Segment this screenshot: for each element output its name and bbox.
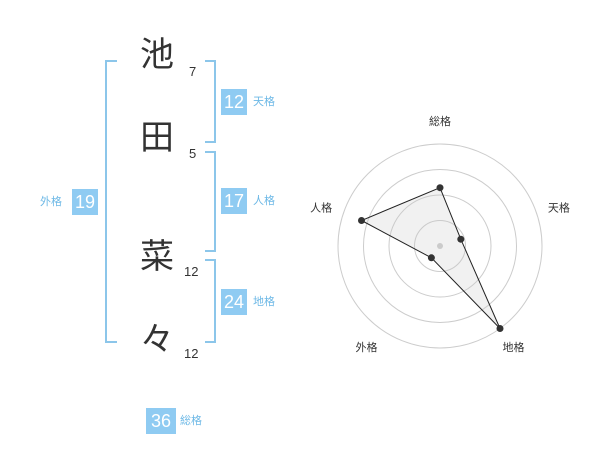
name-char-1: 池	[140, 35, 174, 75]
chikaku-value: 24	[221, 289, 247, 315]
gaikaku-value: 19	[72, 189, 98, 215]
name-char-2: 田	[140, 118, 174, 158]
radar-polygon	[360, 187, 501, 329]
radar-point-1	[436, 184, 444, 192]
radar-axis-label-4: 外格	[356, 340, 378, 354]
jinkaku-label: 人格	[253, 194, 275, 207]
radar-ring-4	[337, 143, 543, 349]
stroke-count-1: 7	[189, 64, 197, 79]
tenkaku-bracket	[205, 60, 216, 143]
radar-axis-label-1: 総格	[429, 114, 451, 128]
radar-ring-2	[388, 194, 492, 298]
name-char-3: 菜	[140, 237, 174, 277]
name-char-4: 々	[140, 320, 174, 360]
radar-grid	[337, 143, 543, 349]
gaikaku-label: 外格	[40, 195, 62, 208]
gaikaku-bracket	[105, 60, 117, 343]
radar-ring-3	[363, 169, 517, 323]
soukaku-value: 36	[146, 408, 176, 434]
stroke-count-4: 12	[184, 346, 199, 361]
radar-point-5	[358, 217, 365, 224]
chikaku-label: 地格	[253, 295, 275, 308]
radar-axis-label-5: 人格	[310, 200, 332, 214]
soukaku-label: 総格	[180, 414, 202, 427]
radar-axis-label-2: 天格	[548, 200, 570, 214]
radar-point-4	[427, 254, 435, 262]
tenkaku-value: 12	[221, 89, 247, 115]
stroke-count-3: 12	[184, 264, 199, 279]
radar-ring-1	[414, 220, 466, 272]
jinkaku-value: 17	[221, 188, 247, 214]
radar-shape	[358, 184, 504, 332]
stroke-count-2: 5	[189, 146, 197, 161]
radar-center-dot	[437, 243, 443, 249]
radar-point-2	[457, 235, 465, 243]
jinkaku-bracket	[205, 151, 216, 252]
radar-point-3	[496, 325, 504, 332]
chikaku-bracket	[205, 259, 216, 343]
radar-axis-label-3: 地格	[503, 340, 525, 354]
tenkaku-label: 天格	[253, 95, 275, 108]
